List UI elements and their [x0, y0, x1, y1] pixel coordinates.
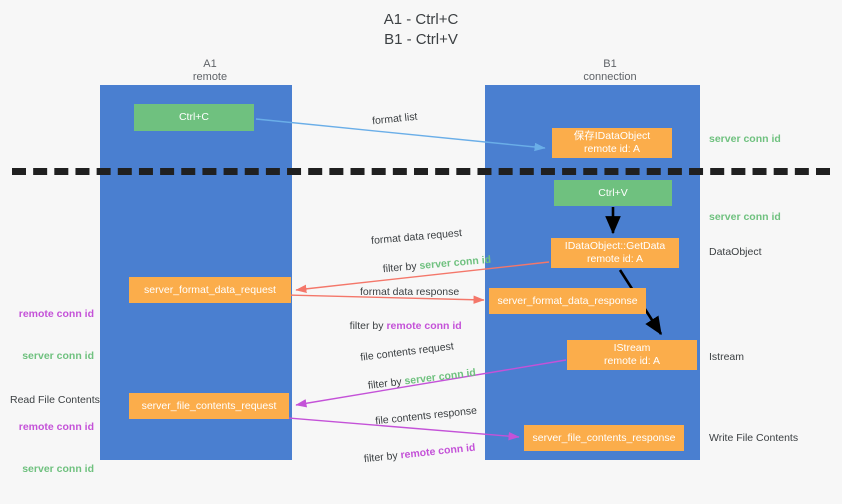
box-server-file-contents-response[interactable]: server_file_contents_response: [524, 425, 684, 451]
page-title: A1 - Ctrl+C B1 - Ctrl+V: [383, 11, 459, 48]
column-header-b1: B1 connection: [583, 58, 637, 83]
diagram-canvas: A1 - Ctrl+C B1 - Ctrl+V A1 remote B1 con…: [10, 11, 830, 482]
edge-label-format-list: format list: [371, 110, 419, 128]
label-read-file-contents: Read File Contents: [10, 394, 100, 406]
box-set-data-object-line1: 保存IDataObject: [573, 130, 651, 142]
box-get-data[interactable]: IDataObject::GetData remote id: A: [551, 238, 679, 268]
edge-label-format-data-response-filter: filter by remote conn id: [338, 305, 462, 347]
box-server-format-data-request[interactable]: server_format_data_request: [129, 277, 291, 303]
box-ctrl-c-label: Ctrl+C: [178, 111, 210, 123]
label-server-conn-id-1: server conn id: [22, 350, 94, 362]
label-remote-conn-id-1: remote conn id: [18, 308, 94, 320]
edge-label-file-contents-response: file contents response: [374, 404, 478, 428]
box-get-data-line2: remote id: A: [586, 253, 644, 265]
box-istream-line1: IStream: [613, 342, 651, 354]
label-istream: Istream: [709, 351, 745, 363]
edge-label-format-data-response: format data response: [360, 286, 460, 298]
filter-value-remote-conn-id: remote conn id: [399, 441, 476, 462]
label-conn-ids-file: remote conn id server conn id: [10, 392, 94, 504]
box-server-format-data-response[interactable]: server_format_data_response: [489, 288, 646, 314]
box-server-file-contents-request-label: server_file_contents_request: [141, 399, 277, 412]
box-ctrl-c[interactable]: Ctrl+C: [134, 104, 254, 131]
edge-label-format-data-request-filter: filter by server conn id: [369, 239, 492, 291]
box-ctrl-v[interactable]: Ctrl+V: [554, 180, 672, 206]
box-get-data-line1: IDataObject::GetData: [564, 240, 666, 252]
box-server-file-contents-response-label: server_file_contents_response: [532, 431, 676, 444]
box-server-format-data-request-label: server_format_data_request: [144, 283, 276, 296]
box-set-data-object[interactable]: 保存IDataObject remote id: A: [552, 128, 672, 158]
label-server-conn-id-mid: server conn id: [709, 211, 781, 223]
label-remote-conn-id-2: remote conn id: [18, 421, 94, 433]
filter-prefix: filter by: [382, 260, 421, 276]
box-ctrl-v-label: Ctrl+V: [598, 186, 628, 199]
dashed-separator: [12, 168, 830, 175]
box-istream[interactable]: IStream remote id: A: [567, 340, 697, 370]
filter-prefix: filter by: [367, 375, 406, 392]
label-server-conn-id-top: server conn id: [709, 133, 781, 145]
filter-value-remote-conn-id: remote conn id: [386, 320, 462, 332]
edge-label-file-contents-response-filter: filter by remote conn id: [350, 427, 477, 482]
box-istream-line2: remote id: A: [603, 355, 661, 367]
box-set-data-object-line2: remote id: A: [583, 143, 641, 155]
box-server-format-data-response-label: server_format_data_response: [497, 294, 638, 307]
label-write-file-contents: Write File Contents: [709, 432, 799, 444]
label-data-object: DataObject: [709, 246, 762, 258]
filter-value-server-conn-id: server conn id: [418, 253, 492, 272]
filter-value-server-conn-id: server conn id: [403, 366, 477, 388]
label-conn-ids-format: remote conn id server conn id: [10, 279, 94, 391]
label-server-conn-id-2: server conn id: [22, 463, 94, 475]
box-server-file-contents-request[interactable]: server_file_contents_request: [129, 393, 289, 419]
filter-prefix: filter by: [349, 320, 387, 332]
column-header-a1: A1 remote: [192, 58, 228, 83]
filter-prefix: filter by: [363, 449, 402, 466]
